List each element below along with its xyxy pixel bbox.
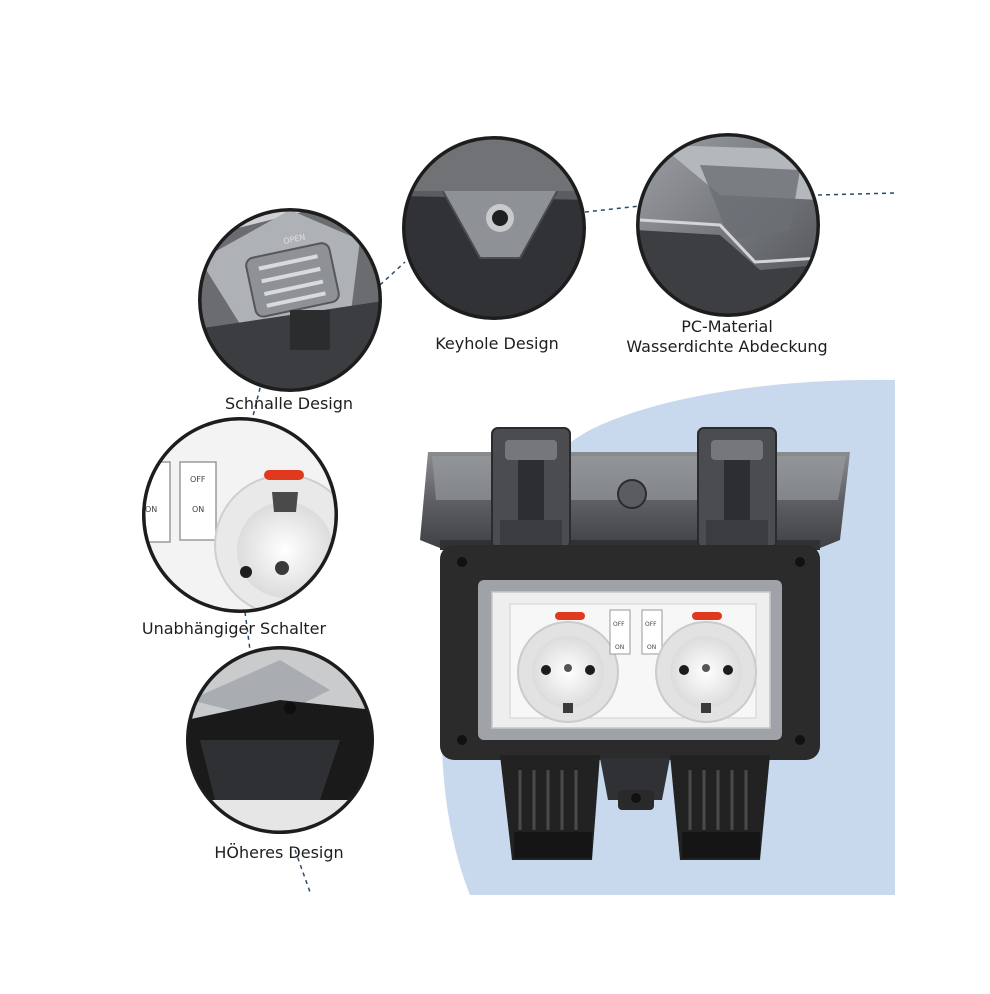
- lid-hinge-left: [491, 427, 571, 556]
- detail-circle-pc-cover: [636, 133, 820, 317]
- connector-lines: [244, 192, 896, 893]
- switch-right-off: OFF: [645, 621, 657, 628]
- socket-right: [655, 612, 757, 723]
- switch-left: OFF ON: [609, 609, 631, 655]
- label-pc-line2: Wasserdichte Abdeckung: [626, 337, 828, 356]
- detail-circle-switch: OFF ON ON: [142, 417, 338, 613]
- detail-circle-keyhole: [402, 136, 586, 320]
- label-hoeheres-design: HÖheres Design: [214, 843, 344, 862]
- label-pc-line1: PC-Material: [681, 317, 773, 336]
- label-pc-material: PC-Material Wasserdichte Abdeckung: [612, 317, 842, 357]
- switch-left-on: ON: [615, 644, 624, 651]
- switch-on-text: ON: [192, 505, 204, 514]
- label-keyhole-design: Keyhole Design: [435, 334, 559, 353]
- switch-on-text-left: ON: [145, 505, 157, 514]
- socket-left: [517, 612, 619, 723]
- detail-circle-higher: [186, 646, 374, 834]
- label-schnalle-design: Schnalle Design: [224, 394, 354, 413]
- lid-hinge-right: [697, 427, 777, 556]
- socket-box: OFF ON OFF ON: [420, 427, 850, 860]
- label-unabhaengiger-schalter: Unabhängiger Schalter: [141, 619, 327, 638]
- switch-right: OFF ON: [641, 609, 663, 655]
- switch-right-on: ON: [647, 644, 656, 651]
- cable-gland-left: [500, 755, 600, 860]
- switch-off-text: OFF: [190, 475, 206, 484]
- switch-left-off: OFF: [613, 621, 625, 628]
- cable-gland-right: [670, 755, 770, 860]
- detail-circle-buckle: OPEN: [198, 208, 382, 392]
